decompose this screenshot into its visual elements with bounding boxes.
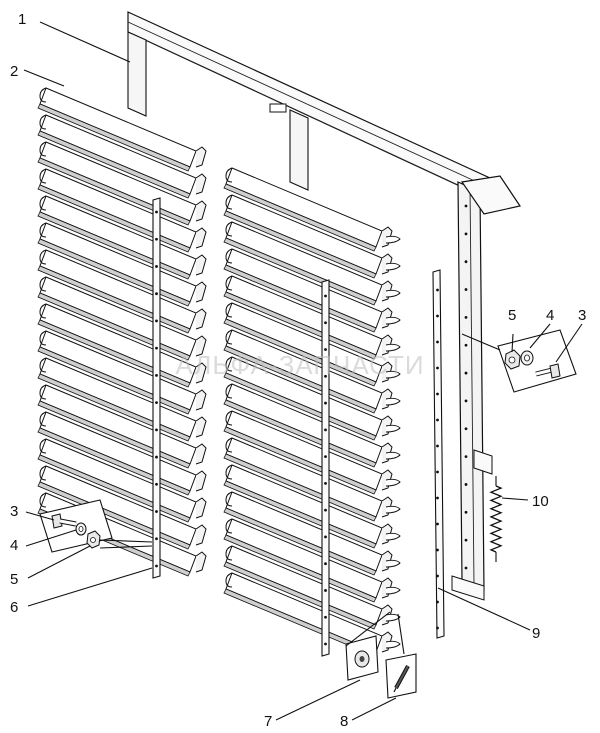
- bar-hole: [436, 626, 439, 630]
- frame-hole: [464, 343, 468, 347]
- bar-hole: [155, 482, 158, 486]
- louver-blade: [223, 464, 401, 549]
- bar-hole: [324, 348, 327, 351]
- bar-hole: [324, 508, 327, 512]
- callout-5-right: 5: [508, 307, 516, 324]
- bar-hole: [155, 455, 158, 459]
- callout-3-left: 3: [10, 503, 18, 520]
- bar-hole: [155, 564, 158, 568]
- bar-hole: [436, 470, 439, 474]
- watermark-text: АЛЬФА-ЗАПЧАСТИ: [175, 350, 424, 380]
- connecting-bar-right: [432, 269, 445, 639]
- bar-hole: [436, 574, 439, 578]
- callout-4-left: 4: [10, 537, 18, 554]
- bar-hole: [324, 642, 327, 646]
- bar-hole: [155, 319, 158, 323]
- bar-hole: [324, 562, 327, 566]
- louver-blade: [223, 518, 401, 603]
- connecting-bar-left: [152, 197, 161, 579]
- callout-2: 2: [10, 63, 18, 80]
- bar-hole: [436, 392, 439, 396]
- louver-blade: [223, 167, 401, 252]
- callout-4-right: 4: [546, 307, 554, 324]
- louver-blade: [223, 194, 401, 279]
- louver-blade: [223, 437, 401, 522]
- callout-5-left: 5: [10, 571, 18, 588]
- frame-hole: [464, 427, 468, 431]
- bar-hole: [155, 401, 158, 405]
- callout-3-right: 3: [578, 307, 586, 324]
- callout-6: 6: [10, 599, 18, 616]
- louver-blade: [223, 221, 401, 306]
- bar-hole: [436, 496, 439, 500]
- frame: [127, 11, 521, 601]
- frame-hole: [464, 315, 468, 319]
- bar-hole: [155, 373, 158, 377]
- bar-hole: [324, 535, 327, 539]
- frame-hole: [464, 371, 468, 375]
- louver-blades-left: [37, 87, 207, 577]
- bar-hole: [436, 444, 439, 448]
- frame-hole: [464, 399, 468, 403]
- detail-washer: [345, 635, 379, 681]
- bar-hole: [436, 366, 439, 370]
- bar-hole: [324, 481, 327, 485]
- bar-hole: [155, 510, 158, 513]
- bar-hole: [155, 210, 158, 214]
- frame-hole: [464, 232, 468, 236]
- bar-hole: [436, 314, 439, 318]
- frame-hole: [464, 566, 468, 570]
- bar-hole: [436, 418, 439, 422]
- bar-hole: [155, 237, 158, 241]
- bar-hole: [324, 401, 327, 405]
- bar-hole: [324, 294, 327, 298]
- leader-lines: [23, 21, 583, 721]
- frame-hole: [464, 260, 468, 264]
- bar-hole: [436, 340, 439, 344]
- bar-hole: [155, 346, 158, 350]
- frame-hole: [464, 510, 468, 514]
- frame-hole: [464, 455, 468, 459]
- detail-pin: [385, 653, 417, 699]
- bar-hole: [155, 292, 158, 296]
- louver-blade: [223, 275, 401, 360]
- bar-hole: [324, 615, 327, 619]
- frame-hole: [464, 204, 468, 208]
- louver-blade: [223, 383, 401, 468]
- bar-hole: [155, 428, 158, 432]
- connecting-bar-middle: [321, 279, 330, 657]
- bar-hole: [436, 522, 439, 526]
- callout-7: 7: [264, 713, 272, 730]
- bar-hole: [436, 600, 439, 604]
- fastener-set-left: [39, 499, 113, 553]
- callout-1: 1: [18, 11, 26, 28]
- louver-blade: [37, 87, 207, 172]
- louver-blades-right: [223, 167, 401, 657]
- spring: [489, 476, 503, 562]
- frame-hole: [464, 538, 468, 542]
- bar-hole: [436, 548, 439, 552]
- bar-hole: [436, 288, 439, 292]
- callout-8: 8: [340, 713, 348, 730]
- callout-9: 9: [532, 625, 540, 642]
- bar-hole: [324, 589, 327, 592]
- frame-hole: [464, 288, 468, 291]
- louver-blade: [223, 410, 401, 495]
- bar-hole: [324, 428, 327, 432]
- bar-hole: [324, 321, 327, 325]
- louver-blade: [223, 302, 401, 387]
- louver-blade: [37, 114, 207, 199]
- bar-hole: [324, 374, 327, 378]
- callout-labels: 1 2 3 4 5 3 4 5 6 7 8 9 10: [10, 11, 586, 730]
- bar-hole: [324, 455, 327, 459]
- frame-hole: [464, 483, 468, 486]
- louver-blade: [223, 545, 401, 630]
- bar-hole: [155, 537, 158, 541]
- callout-10: 10: [532, 493, 549, 510]
- fastener-set-right: [497, 329, 577, 393]
- louver-blade: [223, 356, 401, 441]
- louver-blade: [223, 248, 401, 333]
- bar-hole: [155, 265, 158, 268]
